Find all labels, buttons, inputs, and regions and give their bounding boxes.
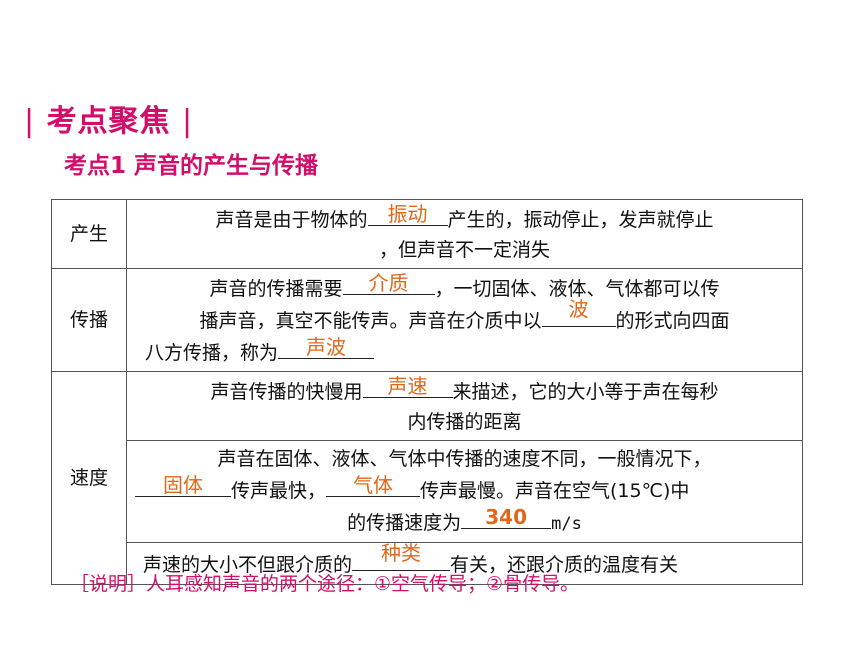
answer-text: 振动 bbox=[387, 202, 428, 226]
row-speed-1: 速度 声音传播的快慢用 声速 来描述，它的大小等于声在每秒 内传播的距离 bbox=[51, 371, 803, 585]
heading-bar-right: | bbox=[182, 104, 194, 139]
answer-blank: 340 bbox=[461, 505, 552, 529]
answer-text: 固体 bbox=[163, 473, 203, 497]
category-speed: 速度 bbox=[51, 371, 127, 585]
cell-speed-2: 声音在固体、液体、气体中传播的速度不同，一般情况下， 固体 传声最快， 气体 传声最慢… bbox=[126, 440, 803, 543]
answer-blank: 声波 bbox=[278, 335, 375, 359]
text: 产生的，振动停止，发声就停止 bbox=[447, 209, 714, 231]
answer-blank: 气体 bbox=[326, 473, 421, 497]
answer-blank: 介质 bbox=[342, 271, 435, 295]
answer-blank: 振动 bbox=[367, 202, 448, 226]
row-speed-2: 声音在固体、液体、气体中传播的速度不同，一般情况下， 固体 传声最快， 气体 传声最慢… bbox=[52, 440, 803, 543]
text: 八方传播，称为 bbox=[145, 342, 279, 364]
answer-blank: 声速 bbox=[362, 374, 453, 398]
text: 播声音，真空不能传声。声音在介质中以 bbox=[199, 310, 542, 332]
answer-text: 波 bbox=[568, 297, 589, 321]
text: 声音在固体、液体、气体中传播的速度不同，一般情况下， bbox=[217, 448, 712, 470]
section-heading: | 考点聚焦 | bbox=[24, 96, 193, 140]
text: ，但声音不一定消失 bbox=[378, 239, 550, 261]
text: 传声最慢。声音在空气(15℃)中 bbox=[420, 480, 690, 502]
category-propagation: 传播 bbox=[51, 268, 127, 372]
knowledge-table: 产生 声音是由于物体的振动产生的，振动停止，发声就停止 ，但声音不一定消失 传播… bbox=[51, 199, 803, 585]
answer-blank: 固体 bbox=[135, 474, 231, 497]
text: 有关，还跟介质的温度有关 bbox=[450, 553, 679, 576]
heading-bar-left: | bbox=[24, 104, 36, 139]
row-propagation: 传播 声音的传播需要 介质 ，一切固体、液体、气体都可以传 播声音，真空不能传声。声… bbox=[51, 268, 803, 372]
heading-text: 考点聚焦 bbox=[46, 104, 171, 139]
cell-speed-1: 声音传播的快慢用 声速 来描述，它的大小等于声在每秒 内传播的距离 bbox=[126, 371, 803, 441]
topic-title: 考点1 声音的产生与传播 bbox=[64, 153, 319, 179]
text: ，一切固体、液体、气体都可以传 bbox=[434, 278, 720, 300]
row-production: 产生 声音是由于物体的振动产生的，振动停止，发声就停止 ，但声音不一定消失 bbox=[51, 199, 803, 269]
text: 传声最快， bbox=[231, 480, 327, 502]
explanation-note: ［说明］人耳感知声音的两个途径：①空气传导；②骨传导。 bbox=[70, 573, 580, 595]
answer-blank: 种类 bbox=[352, 542, 451, 571]
text: 声速的大小不但跟介质的 bbox=[143, 553, 353, 576]
row-speed-3: 声速的大小不但跟介质的 种类有关，还跟介质的温度有关 bbox=[52, 542, 803, 585]
answer-text: 介质 bbox=[368, 271, 409, 295]
answer-text: 声速 bbox=[387, 374, 428, 398]
cell-propagation: 声音的传播需要 介质 ，一切固体、液体、气体都可以传 播声音，真空不能传声。声音在介… bbox=[126, 268, 803, 372]
text: 的传播速度为 bbox=[347, 512, 462, 534]
text: 的形式向四面 bbox=[615, 310, 730, 332]
answer-blank: 波 bbox=[541, 298, 616, 327]
cell-production: 声音是由于物体的振动产生的，振动停止，发声就停止 ，但声音不一定消失 bbox=[126, 199, 803, 269]
answer-text: 种类 bbox=[381, 540, 422, 565]
cell-speed-3: 声速的大小不但跟介质的 种类有关，还跟介质的温度有关 bbox=[126, 542, 803, 585]
text: 来描述，它的大小等于声在每秒 bbox=[452, 381, 719, 403]
text: 声音是由于物体的 bbox=[215, 209, 368, 231]
text: 内传播的距离 bbox=[407, 411, 522, 433]
answer-text: 声波 bbox=[306, 335, 347, 359]
answer-text: 340 bbox=[485, 505, 528, 529]
text: 声音的传播需要 bbox=[209, 278, 343, 300]
unit-text: m/s bbox=[551, 514, 582, 534]
answer-text: 气体 bbox=[353, 473, 394, 497]
category-production: 产生 bbox=[51, 199, 127, 269]
text: 声音传播的快慢用 bbox=[210, 381, 363, 403]
